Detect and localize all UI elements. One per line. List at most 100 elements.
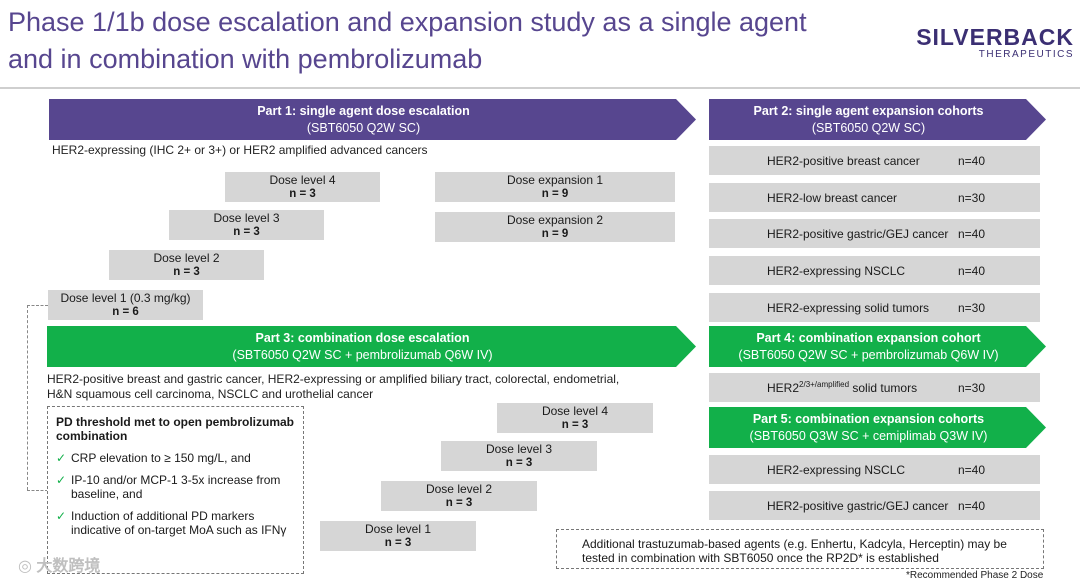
cohort-name: HER2-positive gastric/GEJ cancer — [767, 226, 949, 241]
connector-line — [27, 490, 48, 491]
pd-heading: PD threshold met to open pembrolizumab c… — [56, 415, 295, 443]
cohort-name: HER2-expressing solid tumors — [767, 300, 930, 315]
logo-main: SILVERBACK — [916, 24, 1074, 50]
part4-cohort: HER22/3+/amplified solid tumors n=30 — [709, 373, 1040, 402]
checkmark-icon: ✓ — [56, 473, 67, 487]
part2-heading: Part 2: single agent expansion cohorts — [753, 103, 984, 118]
part3-arrow: Part 3: combination dose escalation (SBT… — [47, 326, 696, 367]
dose-n: n = 3 — [173, 266, 200, 278]
cohort-name: HER2-positive gastric/GEJ cancer — [767, 498, 949, 513]
part1-arrow: Part 1: single agent dose escalation (SB… — [49, 99, 696, 140]
cohort-n: n=40 — [958, 226, 986, 241]
part5-sub: (SBT6050 Q3W SC + cemiplimab Q3W IV) — [749, 428, 988, 443]
cohort-n: n=40 — [958, 462, 986, 477]
dose-n: n = 3 — [561, 419, 589, 431]
cohort-n: n=40 — [958, 498, 986, 513]
part3-heading: Part 3: combination dose escalation — [255, 330, 470, 345]
pd-criterion-text: IP-10 and/or MCP-1 3-5x increase from ba… — [71, 473, 281, 501]
dose-label: Dose level 2 — [425, 482, 493, 496]
part5-heading: Part 5: combination expansion cohorts — [752, 411, 985, 426]
company-logo: SILVERBACK THERAPEUTICS — [916, 24, 1074, 60]
pd-criteria-list: ✓ CRP elevation to ≥ 150 mg/L, and ✓ IP-10… — [56, 451, 295, 537]
dose-n: n = 3 — [445, 497, 473, 509]
part3-dose-level-4: Dose level 4 n = 3 — [497, 403, 653, 433]
dose-label: Dose level 4 — [541, 404, 609, 418]
part2-cohort: HER2-positive gastric/GEJ cancer n=40 — [709, 219, 1040, 248]
part1-dose-level-2: Dose level 2 n = 3 — [109, 250, 264, 280]
dose-n: n = 3 — [233, 226, 260, 238]
part1-dose-level-1: Dose level 1 (0.3 mg/kg) n = 6 — [48, 290, 203, 320]
cohort-name: HER2-expressing NSCLC — [767, 263, 906, 278]
part3-population-line1: HER2-positive breast and gastric cancer,… — [47, 372, 620, 386]
page-title: Phase 1/1b dose escalation and expansion… — [8, 4, 888, 78]
part4-sub: (SBT6050 Q2W SC + pembrolizumab Q6W IV) — [738, 347, 999, 362]
watermark-text: 大数跨境 — [36, 558, 101, 575]
cohort-name: HER2-expressing NSCLC — [767, 462, 906, 477]
watermark: ◎ 大数跨境 — [18, 552, 100, 576]
part2-cohort: HER2-expressing NSCLC n=40 — [709, 256, 1040, 285]
expansion-label: Dose expansion 2 — [506, 213, 604, 227]
part4-arrow: Part 4: combination expansion cohort (SB… — [709, 326, 1046, 367]
cohort-n: n=30 — [958, 380, 986, 395]
part1-dose-level-3: Dose level 3 n = 3 — [169, 210, 324, 240]
cohort-suffix: solid tumors — [849, 381, 918, 395]
dose-n: n = 3 — [289, 188, 316, 200]
dose-label: Dose level 3 — [213, 211, 280, 225]
cohort-name: HER2-low breast cancer — [767, 190, 898, 205]
dose-n: n = 3 — [384, 537, 412, 549]
dose-label: Dose level 3 — [485, 442, 553, 456]
cohort-n: n=30 — [958, 300, 986, 315]
part3-population: HER2-positive breast and gastric cancer,… — [47, 372, 687, 402]
title-line-2: and in combination with pembrolizumab — [8, 44, 483, 74]
part1-sub: (SBT6050 Q2W SC) — [306, 120, 421, 135]
connector-line — [27, 305, 48, 306]
dose-label: Dose level 2 — [153, 251, 220, 265]
title-line-1: Phase 1/1b dose escalation and expansion… — [8, 7, 807, 37]
expansion-label: Dose expansion 1 — [506, 173, 604, 187]
part5-arrow: Part 5: combination expansion cohorts (S… — [709, 407, 1046, 448]
part2-sub: (SBT6050 Q2W SC) — [811, 120, 926, 135]
part1-dose-expansion-1: Dose expansion 1 n = 9 — [435, 172, 675, 202]
checkmark-icon: ✓ — [56, 509, 67, 523]
expansion-n: n = 9 — [541, 188, 569, 200]
part5-cohort: HER2-positive gastric/GEJ cancer n=40 — [709, 491, 1040, 520]
part3-dose-level-2: Dose level 2 n = 3 — [381, 481, 537, 511]
pd-threshold-box: PD threshold met to open pembrolizumab c… — [47, 406, 304, 574]
title-divider — [0, 87, 1080, 89]
part2-cohort: HER2-expressing solid tumors n=30 — [709, 293, 1040, 322]
cohort-name: HER2-positive breast cancer — [767, 153, 920, 168]
part3-dose-level-3: Dose level 3 n = 3 — [441, 441, 597, 471]
dose-n: n = 3 — [505, 457, 533, 469]
part2-arrow: Part 2: single agent expansion cohorts (… — [709, 99, 1046, 140]
cohort-n: n=40 — [958, 153, 986, 168]
part3-population-line2: H&N squamous cell carcinoma, NSCLC and u… — [47, 387, 374, 401]
cohort-superscript: 2/3+/amplified — [799, 380, 850, 389]
dose-label: Dose level 4 — [269, 173, 336, 187]
part1-population: HER2-expressing (IHC 2+ or 3+) or HER2 a… — [52, 143, 428, 157]
watermark-icon: ◎ — [18, 558, 32, 575]
part2-cohort: HER2-low breast cancer n=30 — [709, 183, 1040, 212]
footnote: *Recommended Phase 2 Dose — [906, 570, 1044, 581]
cohort-n: n=40 — [958, 263, 986, 278]
part1-heading: Part 1: single agent dose escalation — [257, 103, 470, 118]
pd-criterion: ✓ CRP elevation to ≥ 150 mg/L, and — [56, 451, 295, 465]
additional-agents-note: Additional trastuzumab-based agents (e.g… — [556, 529, 1044, 569]
connector-line — [27, 305, 28, 490]
part4-heading: Part 4: combination expansion cohort — [756, 330, 981, 345]
part5-cohort: HER2-expressing NSCLC n=40 — [709, 455, 1040, 484]
part1-dose-expansion-2: Dose expansion 2 n = 9 — [435, 212, 675, 242]
part3-sub: (SBT6050 Q2W SC + pembrolizumab Q6W IV) — [232, 347, 493, 362]
part1-dose-level-4: Dose level 4 n = 3 — [225, 172, 380, 202]
cohort-n: n=30 — [958, 190, 986, 205]
dose-label: Dose level 1 — [364, 522, 432, 536]
cohort-prefix: HER2 — [767, 381, 800, 395]
dose-label: Dose level 1 (0.3 mg/kg) — [60, 291, 191, 305]
checkmark-icon: ✓ — [56, 451, 67, 465]
pd-criterion-text: Induction of additional PD markers indic… — [71, 509, 287, 537]
part2-cohort: HER2-positive breast cancer n=40 — [709, 146, 1040, 175]
part3-dose-level-1: Dose level 1 n = 3 — [320, 521, 476, 551]
dose-n: n = 6 — [112, 306, 139, 318]
pd-criterion-text: CRP elevation to ≥ 150 mg/L, and — [71, 451, 251, 465]
pd-criterion: ✓ IP-10 and/or MCP-1 3-5x increase from b… — [56, 473, 295, 501]
pd-criterion: ✓ Induction of additional PD markers indi… — [56, 509, 295, 537]
